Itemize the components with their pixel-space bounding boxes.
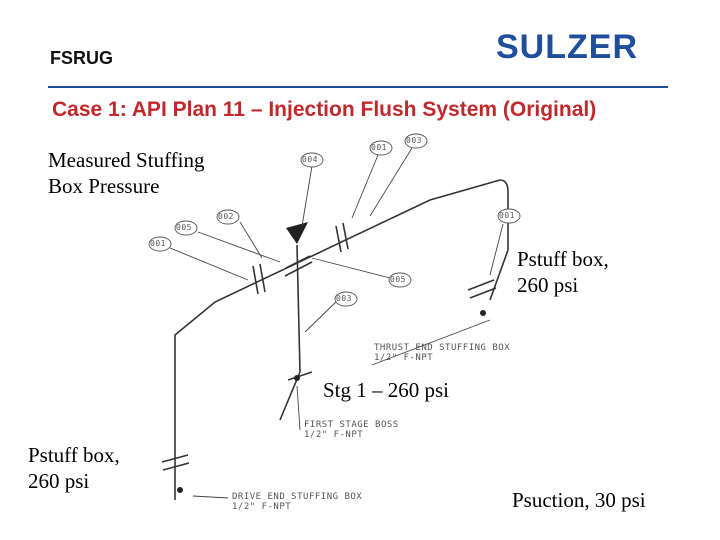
leader-thrust <box>371 319 491 366</box>
bubble-label-001a: 001 <box>371 143 387 152</box>
union-mark-1 <box>252 265 259 295</box>
tee-mark-2 <box>284 261 313 277</box>
pstuff-right-label: Pstuff box, 260 psi <box>517 246 609 298</box>
pipe-vertical <box>296 244 301 373</box>
leader-005b <box>311 257 391 279</box>
pressure-tap-marker <box>286 222 308 244</box>
thrust-end-label: THRUST END STUFFING BOX <box>374 343 511 353</box>
pstuff-left-label: Pstuff box, 260 psi <box>28 442 120 494</box>
tap-point-right <box>480 310 486 316</box>
bubble-002 <box>216 209 240 225</box>
union-mark-left-1 <box>161 454 189 463</box>
pipe-main <box>174 179 501 500</box>
bubble-004 <box>300 152 324 168</box>
leader-003b <box>304 301 337 333</box>
union-mark-right-1 <box>467 279 495 291</box>
leader-004 <box>301 165 313 227</box>
bubble-003b <box>334 291 358 307</box>
pipe-right <box>489 179 509 301</box>
union-mark-left-2 <box>162 462 190 471</box>
tap-point-stage1 <box>294 375 300 381</box>
bubble-label-003b: 003 <box>336 294 352 303</box>
bubble-label-001b: 001 <box>150 239 166 248</box>
bubble-label-003a: 003 <box>406 136 422 145</box>
pstuff-right-line-1: Pstuff box, <box>517 247 609 271</box>
leader-drive <box>192 495 229 499</box>
leader-005a <box>197 231 281 263</box>
bubble-label-001c: 001 <box>499 211 515 220</box>
bubble-005a <box>174 220 198 236</box>
bubble-label-005b: 005 <box>390 275 406 284</box>
first-stage-size: 1/2" F-NPT <box>304 430 364 440</box>
sulzer-logo: SULZER <box>496 28 638 66</box>
measured-line-1: Measured Stuffing <box>48 148 205 172</box>
bubble-label-004: 004 <box>302 155 318 164</box>
measured-stuffing-label: Measured Stuffing Box Pressure <box>48 147 205 199</box>
bubble-label-005a: 005 <box>176 223 192 232</box>
leader-002 <box>239 221 263 259</box>
leader-001c <box>489 223 504 276</box>
org-label: FSRUG <box>50 48 113 68</box>
drive-end-label: DRIVE END STUFFING BOX <box>232 492 363 502</box>
tap-point-left <box>177 487 183 493</box>
measured-line-2: Box Pressure <box>48 174 160 198</box>
leader-001b <box>169 247 249 281</box>
bubble-001a <box>369 140 393 156</box>
leader-003a <box>369 147 413 217</box>
slide-title: Case 1: API Plan 11 – Injection Flush Sy… <box>52 98 597 121</box>
union-mark-4 <box>342 222 349 250</box>
leader-first-stage <box>296 385 301 431</box>
pstuff-left-line-2: 260 psi <box>28 469 90 493</box>
bubble-005b <box>388 272 412 288</box>
stage1-pressure-label: Stg 1 – 260 psi <box>323 378 450 402</box>
bubble-003a <box>404 133 428 149</box>
pstuff-right-line-2: 260 psi <box>517 273 579 297</box>
union-mark-right-2 <box>469 287 497 299</box>
pstuff-left-line-1: Pstuff box, <box>28 443 120 467</box>
header-divider <box>48 86 668 88</box>
bubble-001c <box>497 208 521 224</box>
thrust-end-size: 1/2" F-NPT <box>374 353 434 363</box>
union-mark-2 <box>259 263 266 293</box>
union-mark-stg-1 <box>287 371 313 381</box>
leader-001a <box>351 154 379 219</box>
first-stage-label: FIRST STAGE BOSS <box>304 420 399 430</box>
union-mark-3 <box>335 225 342 253</box>
bubble-label-002: 002 <box>218 212 234 221</box>
psuction-label: Psuction, 30 psi <box>512 488 646 512</box>
drive-end-size: 1/2" F-NPT <box>232 502 292 512</box>
bubble-001b <box>148 236 172 252</box>
tee-mark-1 <box>285 255 311 269</box>
